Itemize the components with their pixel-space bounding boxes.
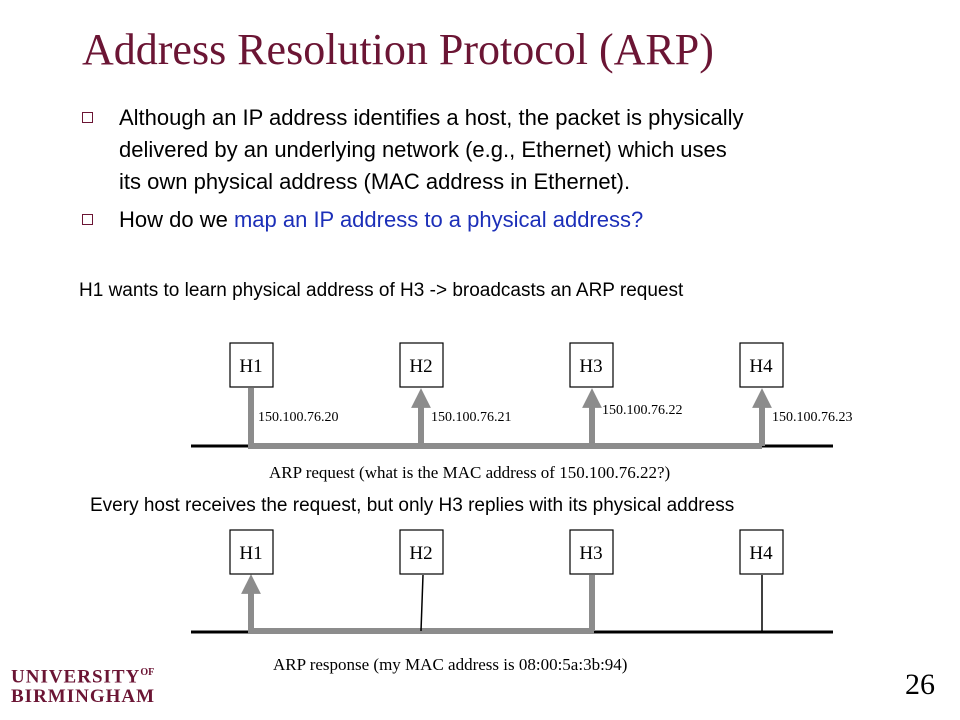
page-number: 26 — [905, 668, 935, 701]
top-host-label-h1: H1 — [239, 356, 262, 377]
logo-line-1: UNIVERSITYOF — [11, 663, 155, 687]
bottom-host-box-h4 — [739, 529, 784, 575]
bullet-1-line-1: Although an IP address identifies a host… — [119, 105, 744, 130]
bullet-1: Although an IP address identifies a host… — [82, 102, 744, 198]
ip-address-h2: 150.100.76.21 — [431, 410, 512, 425]
bullet-1-line-3: its own physical address (MAC address in… — [119, 169, 631, 194]
bullet-1-line-2: delivered by an underlying network (e.g.… — [119, 137, 727, 162]
logo-university: UNIVERSITY — [11, 666, 141, 688]
top-host-label-h3: H3 — [579, 356, 602, 377]
bottom-host-label-h2: H2 — [409, 543, 432, 564]
bottom-diagram-caption: Every host receives the request, but onl… — [90, 495, 735, 516]
bullet-square-icon — [82, 214, 93, 225]
logo-line-2: BIRMINGHAM — [11, 686, 156, 708]
bullet-square-icon — [82, 112, 93, 123]
bottom-tap-h2 — [420, 574, 424, 632]
ip-address-h1: 150.100.76.20 — [258, 410, 339, 425]
top-diagram-caption: H1 wants to learn physical address of H3… — [79, 280, 684, 301]
logo-of: OF — [140, 667, 155, 678]
arp-response-label: ARP response (my MAC address is 08:00:5a… — [273, 655, 628, 674]
bottom-host-box-h3 — [569, 529, 614, 575]
slide-title: Address Resolution Protocol (ARP) — [82, 25, 714, 74]
bottom-host-box-h2 — [399, 529, 444, 575]
top-host-label-h4: H4 — [749, 356, 773, 377]
bottom-host-label-h4: H4 — [749, 543, 773, 564]
top-host-box-h3 — [569, 342, 614, 388]
bullet-2-text: How do we map an IP address to a physica… — [119, 204, 643, 236]
top-host-label-h2: H2 — [409, 356, 432, 377]
bullet-2-highlight: map an IP address to a physical address? — [233, 207, 644, 232]
top-host-box-h1 — [229, 342, 274, 388]
bottom-host-box-h1 — [229, 529, 274, 575]
ip-address-h4: 150.100.76.23 — [772, 410, 853, 425]
bullet-2: How do we map an IP address to a physica… — [82, 204, 643, 236]
top-host-box-h4 — [739, 342, 784, 388]
bottom-host-label-h3: H3 — [579, 543, 602, 564]
bottom-host-label-h1: H1 — [239, 543, 262, 564]
ip-address-h3: 150.100.76.22 — [602, 403, 683, 418]
top-host-box-h2 — [399, 342, 444, 388]
bullet-2-prefix: How do we — [119, 207, 234, 232]
arp-request-label: ARP request (what is the MAC address of … — [269, 463, 671, 482]
university-logo: UNIVERSITYOF BIRMINGHAM — [11, 663, 155, 707]
